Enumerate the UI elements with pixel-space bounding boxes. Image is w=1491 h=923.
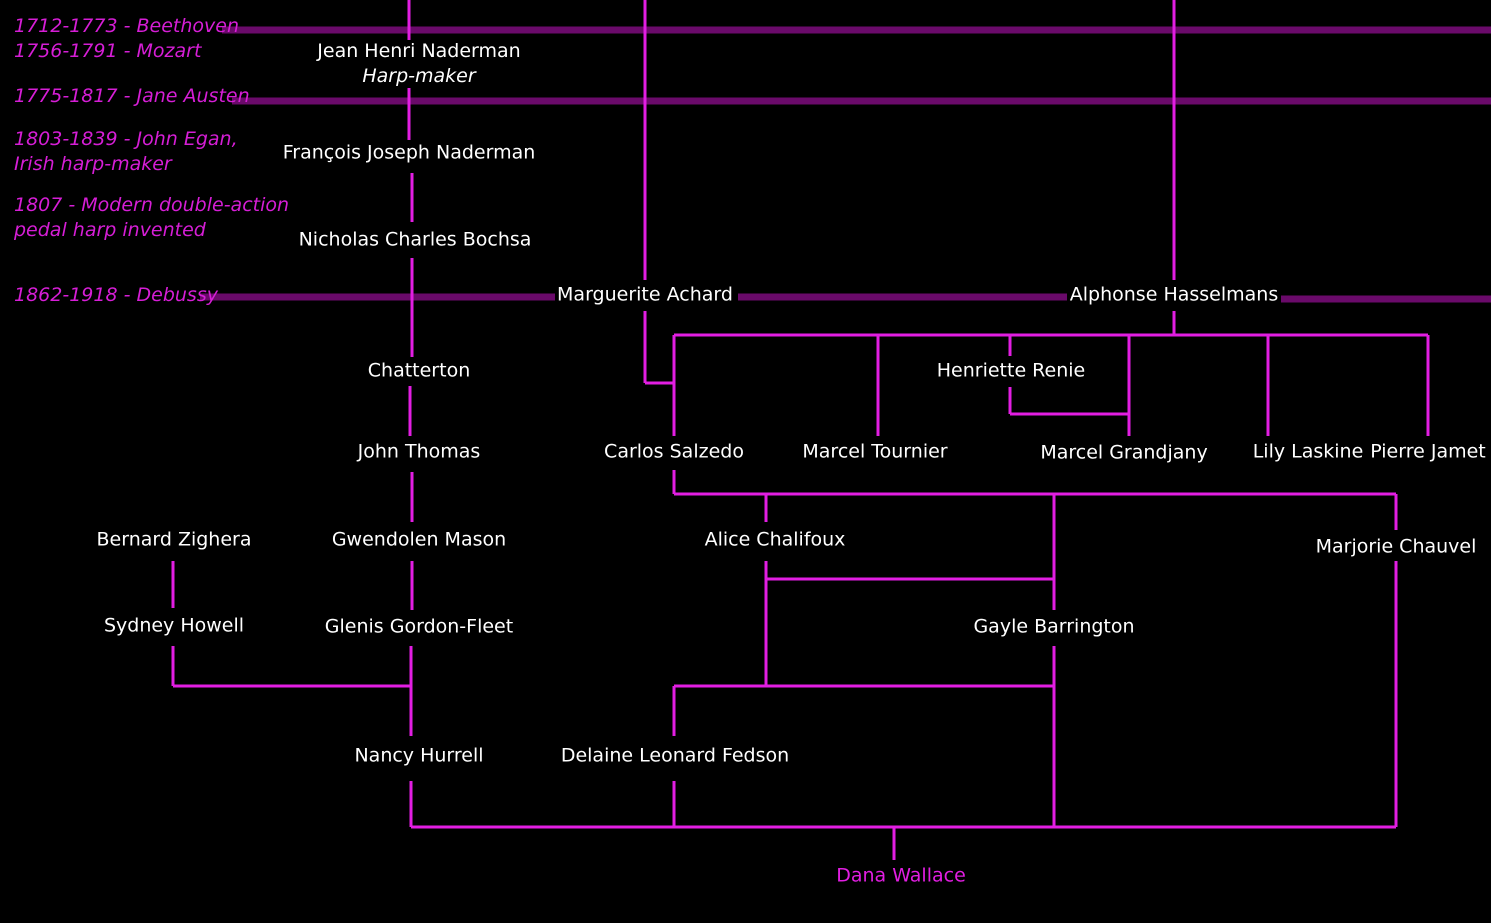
person-role: Harp-maker [362, 65, 476, 87]
person-marcel-grandjany: Marcel Grandjany [1040, 441, 1208, 464]
person-glenis-gordon-fleet: Glenis Gordon-Fleet [324, 615, 514, 638]
person-marjorie-chauvel: Marjorie Chauvel [1315, 535, 1477, 558]
event-john-egan: 1803-1839 - John Egan, [14, 128, 238, 150]
person-bernard-zighera: Bernard Zighera [96, 528, 252, 551]
person-marcel-tournier: Marcel Tournier [802, 440, 948, 463]
person-francois-joseph-naderman: François Joseph Naderman [282, 141, 536, 164]
person-pierre-jamet: Pierre Jamet [1370, 440, 1486, 463]
person-alice-chalifoux: Alice Chalifoux [704, 528, 846, 551]
person-carlos-salzedo: Carlos Salzedo [604, 440, 744, 463]
person-nancy-hurrell: Nancy Hurrell [354, 744, 484, 767]
person-alphonse-hasselmans: Alphonse Hasselmans [1069, 283, 1279, 306]
person-sydney-howell: Sydney Howell [103, 614, 245, 637]
event-jane-austen: 1775-1817 - Jane Austen [14, 85, 250, 107]
event-beethoven: 1712-1773 - Beethoven [14, 15, 240, 37]
person-jean-henri-naderman: Jean Henri Naderman Harp-maker [317, 39, 520, 89]
person-lily-laskine: Lily Laskine [1252, 440, 1364, 463]
event-debussy: 1862-1918 - Debussy [14, 284, 218, 306]
event-pedal-harp-cont: pedal harp invented [14, 219, 206, 241]
person-marguerite-achard: Marguerite Achard [557, 283, 733, 306]
person-john-thomas: John Thomas [357, 440, 481, 463]
person-delaine-leonard-fedson: Delaine Leonard Fedson [560, 744, 790, 767]
person-henriette-renie: Henriette Renie [936, 359, 1086, 382]
event-john-egan-role: Irish harp-maker [14, 153, 172, 175]
person-nicholas-charles-bochsa: Nicholas Charles Bochsa [298, 228, 532, 251]
person-gayle-barrington: Gayle Barrington [973, 615, 1135, 638]
person-dana-wallace: Dana Wallace [836, 864, 966, 887]
event-pedal-harp: 1807 - Modern double-action [14, 194, 290, 216]
person-gwendolen-mason: Gwendolen Mason [331, 528, 507, 551]
person-chatterton: Chatterton [367, 359, 471, 382]
person-name: Jean Henri Naderman [317, 40, 521, 62]
event-mozart: 1756-1791 - Mozart [14, 40, 202, 62]
